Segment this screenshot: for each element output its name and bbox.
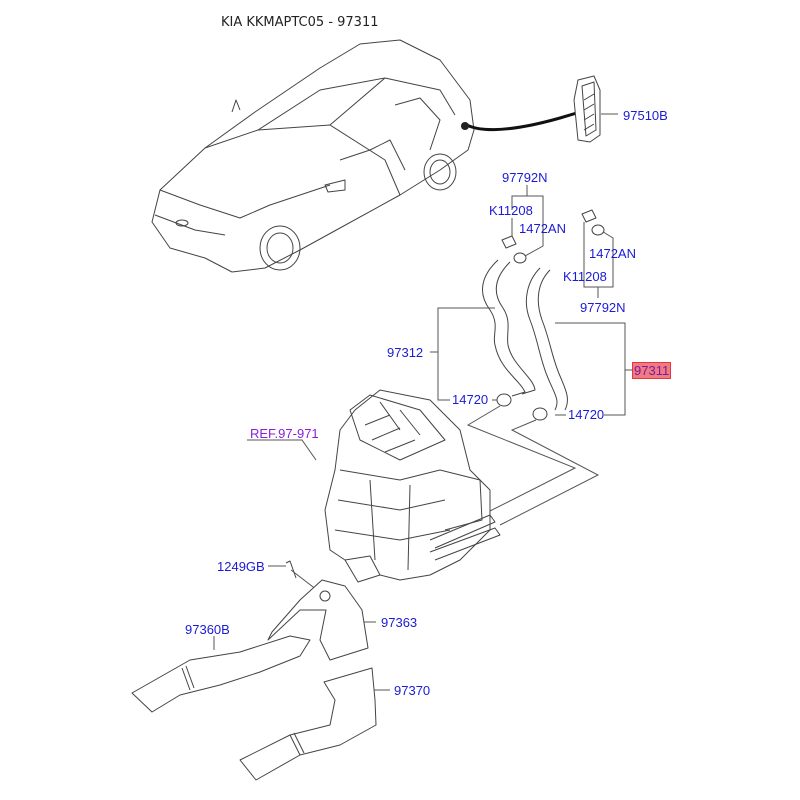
callout-97311-highlighted[interactable]: 97311 bbox=[632, 362, 672, 379]
heater-blower-unit bbox=[324, 389, 501, 583]
callout-97312[interactable]: 97312 bbox=[387, 345, 424, 360]
callout-1472AN-lower[interactable]: 1472AN bbox=[589, 246, 636, 261]
heater-hoses bbox=[482, 259, 568, 411]
rear-floor-duct-left bbox=[131, 635, 311, 713]
diagram-title: KIA KKMAPTC05 - 97311 bbox=[221, 15, 379, 30]
callout-97792N-lower[interactable]: 97792N bbox=[580, 300, 626, 315]
callout-K11208-lower[interactable]: K11208 bbox=[563, 269, 607, 284]
reference-97-971[interactable]: REF.97-971 bbox=[250, 426, 319, 441]
rear-vent-grille bbox=[573, 75, 618, 143]
callout-97792N-upper[interactable]: 97792N bbox=[502, 170, 548, 185]
vehicle-outline bbox=[151, 39, 581, 273]
callout-1472AN-upper[interactable]: 1472AN bbox=[519, 221, 566, 236]
callout-97370[interactable]: 97370 bbox=[394, 683, 431, 698]
callout-K11208-upper[interactable]: K11208 bbox=[489, 203, 533, 218]
callout-14720-left[interactable]: 14720 bbox=[452, 392, 489, 407]
rear-floor-duct-center bbox=[267, 579, 369, 661]
callout-1249GB[interactable]: 1249GB bbox=[217, 559, 265, 574]
callout-97510B[interactable]: 97510B bbox=[623, 108, 668, 123]
hose-clamps bbox=[496, 209, 605, 421]
callout-14720-right[interactable]: 14720 bbox=[568, 407, 605, 422]
callout-97360B[interactable]: 97360B bbox=[185, 622, 230, 637]
callout-97363[interactable]: 97363 bbox=[381, 615, 418, 630]
rear-floor-duct-right bbox=[239, 667, 377, 781]
